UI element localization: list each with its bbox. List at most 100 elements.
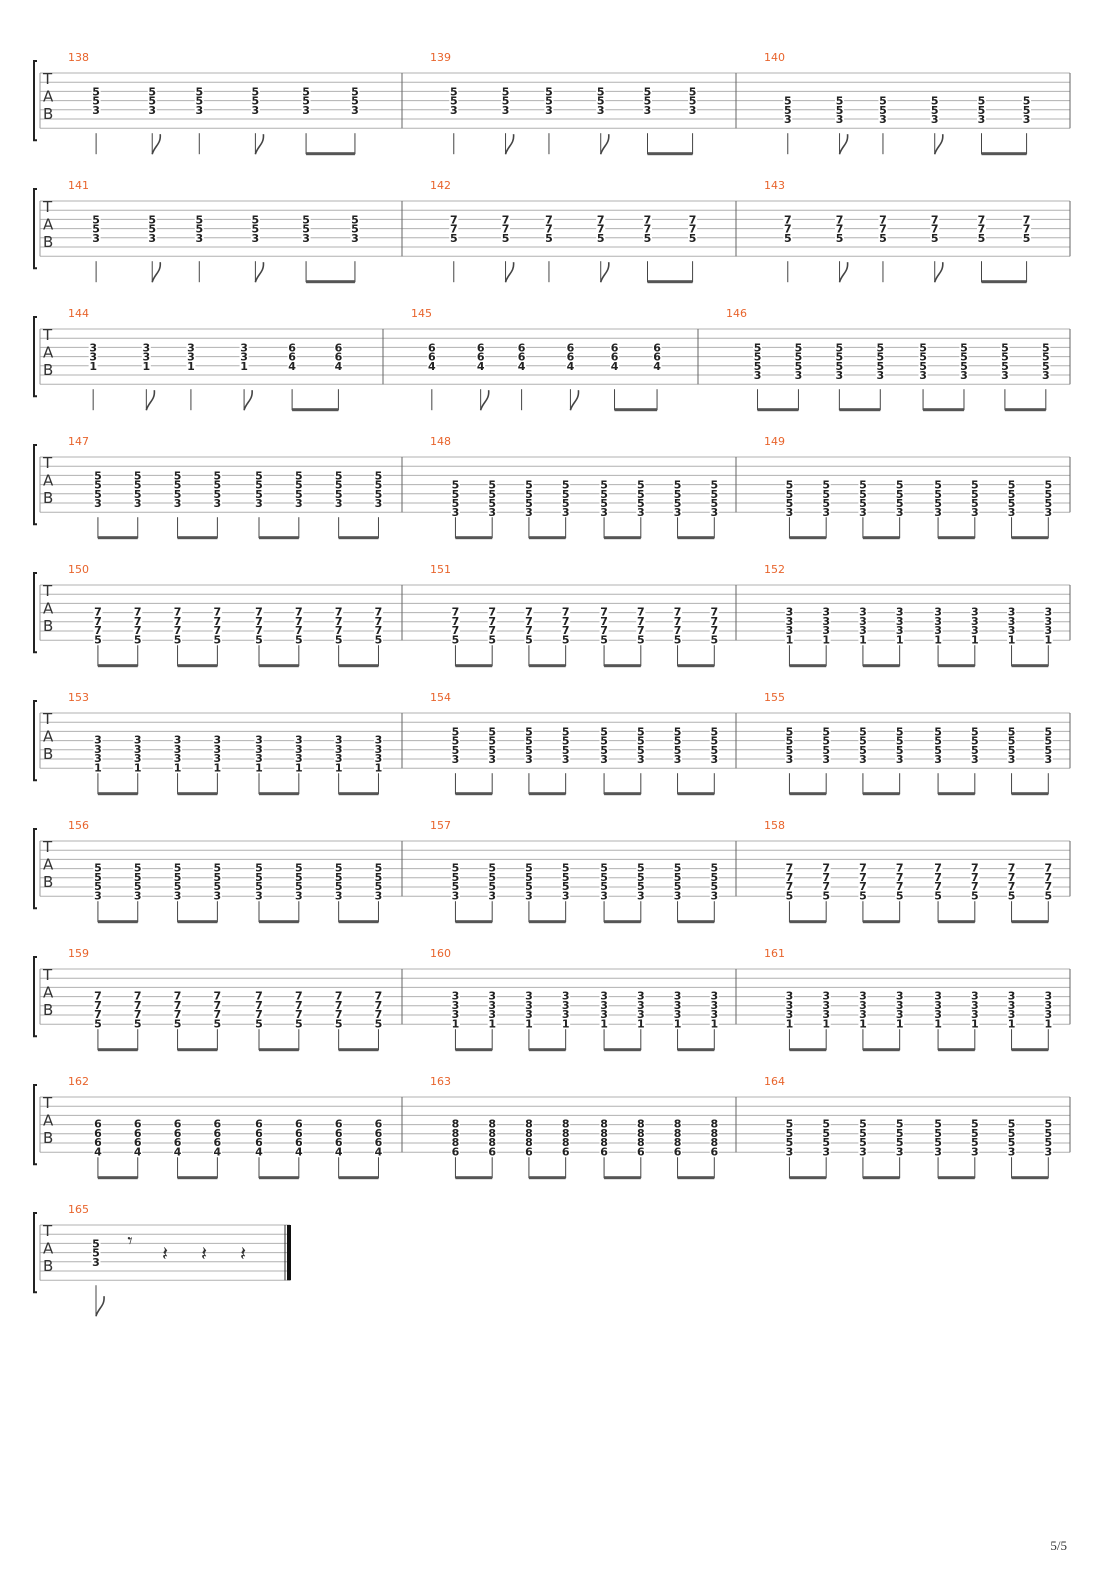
beam — [789, 1176, 827, 1180]
fret-bg — [821, 1009, 831, 1020]
fret-number: 5 — [214, 1017, 222, 1030]
fret-bg — [1007, 871, 1017, 882]
fret-bg — [636, 1127, 646, 1138]
fret-number: 5 — [786, 1118, 794, 1131]
fret-bg — [688, 232, 698, 243]
fret-bg — [673, 634, 683, 645]
beam — [259, 664, 299, 668]
fret-bg — [1041, 351, 1051, 362]
fret-number: 6 — [288, 341, 296, 354]
fret-bg — [212, 871, 222, 882]
fret-bg — [610, 342, 620, 353]
fret-bg — [709, 479, 719, 490]
fret-number: 5 — [859, 725, 867, 738]
fret-bg — [561, 1146, 571, 1157]
fret-bg — [599, 726, 609, 737]
fret-bg — [1043, 625, 1053, 636]
fret-number: 5 — [934, 725, 942, 738]
fret-number: 5 — [978, 95, 986, 108]
fret-bg — [334, 470, 344, 481]
fret-bg — [524, 744, 534, 755]
fret-bg — [147, 223, 157, 234]
beam — [647, 152, 693, 156]
fret-number: 5 — [335, 633, 343, 646]
fret-number: 7 — [375, 624, 383, 637]
fret-bg — [895, 634, 905, 645]
beam — [528, 1048, 566, 1052]
fret-bg — [858, 1009, 868, 1020]
fret-number: 3 — [822, 999, 830, 1012]
fret-number: 5 — [600, 488, 608, 501]
fret-bg — [858, 871, 868, 882]
fret-bg — [487, 1137, 497, 1148]
fret-number: 4 — [567, 360, 575, 373]
fret-number: 3 — [502, 104, 510, 117]
fret-number: 5 — [637, 744, 645, 757]
fret-bg — [1043, 881, 1053, 892]
fret-number: 3 — [562, 753, 570, 766]
fret-bg — [334, 479, 344, 490]
beam — [862, 536, 900, 540]
fret-number: 7 — [452, 615, 460, 628]
fret-bg — [970, 498, 980, 508]
fret-bg — [450, 862, 460, 873]
fret-bg — [895, 507, 905, 518]
fret-bg — [373, 890, 383, 901]
fret-bg — [636, 479, 646, 490]
beam — [528, 664, 566, 668]
fret-number: 7 — [836, 213, 844, 226]
fret-bg — [1007, 990, 1017, 1001]
beam — [1004, 408, 1046, 412]
fret-number: 3 — [255, 889, 263, 902]
tab-clef-letter: B — [43, 361, 53, 379]
fret-bg — [1022, 232, 1032, 243]
fret-bg — [784, 507, 794, 518]
fret-bg — [610, 351, 620, 362]
fret-number: 3 — [94, 889, 102, 902]
fret-number: 3 — [89, 341, 97, 354]
fret-bg — [709, 871, 719, 882]
fret-number: 3 — [214, 743, 222, 756]
fret-bg — [636, 507, 646, 518]
fret-bg — [835, 104, 845, 115]
fret-bg — [783, 95, 793, 106]
fret-number: 5 — [94, 1017, 102, 1030]
fret-number: 3 — [488, 999, 496, 1012]
fret-bg — [970, 735, 980, 746]
fret-bg — [673, 1137, 683, 1148]
fret-bg — [858, 498, 868, 508]
fret-number: 1 — [674, 1017, 682, 1030]
fret-bg — [186, 360, 196, 371]
fret-bg — [294, 470, 304, 481]
beam — [938, 1048, 975, 1052]
fret-bg — [1007, 735, 1017, 746]
fret-number: 3 — [94, 497, 102, 510]
fret-number: 5 — [525, 633, 533, 646]
fret-number: 1 — [452, 1017, 460, 1030]
fret-number: 1 — [143, 360, 151, 373]
fret-bg — [524, 726, 534, 737]
final-barline-thick — [287, 1225, 291, 1281]
fret-number: 4 — [174, 1145, 182, 1158]
fret-bg — [858, 890, 868, 901]
fret-bg — [652, 360, 662, 371]
fret-number: 1 — [637, 1017, 645, 1030]
fret-number: 6 — [134, 1136, 142, 1149]
fret-number: 5 — [674, 735, 682, 748]
fret-number: 5 — [1044, 1127, 1052, 1140]
fret-number: 5 — [375, 871, 383, 884]
fret-bg — [254, 498, 264, 508]
fret-number: 7 — [335, 999, 343, 1012]
fret-number: 3 — [1001, 369, 1009, 382]
beam — [789, 664, 827, 668]
fret-number: 7 — [174, 990, 182, 1003]
fret-number: 3 — [214, 752, 222, 765]
fret-bg — [334, 1009, 344, 1020]
fret-bg — [1022, 114, 1032, 124]
fret-number: 5 — [295, 862, 303, 875]
fret-number: 1 — [710, 1017, 718, 1030]
fret-number: 7 — [335, 624, 343, 637]
fret-number: 5 — [971, 1127, 979, 1140]
fret-number: 5 — [836, 232, 844, 245]
fret-number: 3 — [1044, 624, 1052, 637]
